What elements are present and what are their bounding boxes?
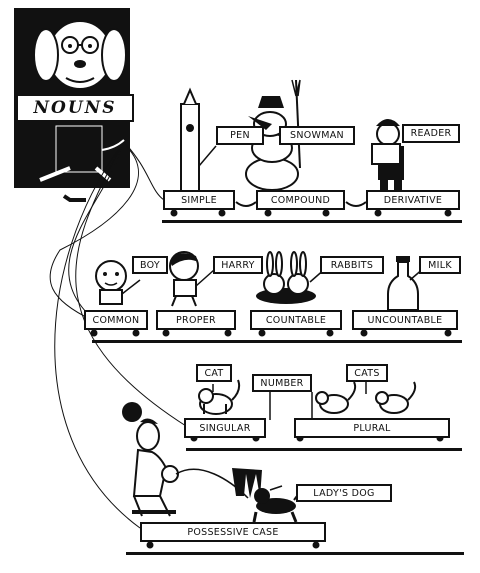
pen-figure bbox=[180, 87, 217, 193]
cart-possessive-case: POSSESSIVE CASE bbox=[140, 522, 326, 542]
cart-singular: SINGULAR bbox=[184, 418, 266, 438]
track-rail-1 bbox=[162, 220, 462, 223]
track-rail-3 bbox=[186, 448, 462, 451]
cart-compound: COMPOUND bbox=[256, 190, 345, 210]
tag-harry: HARRY bbox=[213, 256, 263, 274]
tag-rabbits: RABBITS bbox=[320, 256, 384, 274]
cart-derivative: DERIVATIVE bbox=[366, 190, 460, 210]
cart-countable: COUNTABLE bbox=[250, 310, 342, 330]
track-rail-4 bbox=[126, 552, 464, 555]
cart-common: COMMON bbox=[84, 310, 148, 330]
wires bbox=[49, 141, 187, 529]
tag-number: NUMBER bbox=[252, 374, 312, 392]
track-rail-2 bbox=[92, 340, 462, 343]
row4-wheels bbox=[146, 541, 320, 549]
cats-figure bbox=[269, 381, 417, 420]
tag-milk: MILK bbox=[419, 256, 461, 274]
cart-simple: SIMPLE bbox=[163, 190, 235, 210]
harry-figure bbox=[169, 251, 215, 307]
tag-reader: READER bbox=[402, 124, 460, 143]
row2-wheels bbox=[90, 329, 452, 337]
cart-plural: PLURAL bbox=[294, 418, 450, 438]
cart-proper: PROPER bbox=[156, 310, 236, 330]
row1-wheels bbox=[170, 209, 452, 217]
tag-cat: CAT bbox=[196, 364, 232, 382]
rabbits-figure bbox=[256, 251, 327, 304]
tag-boy: BOY bbox=[132, 256, 168, 274]
tag-pen: PEN bbox=[216, 126, 264, 145]
lady-figure bbox=[122, 402, 249, 517]
tag-snowman: SNOWMAN bbox=[279, 126, 355, 145]
tag-cats: CATS bbox=[346, 364, 388, 382]
dog-figure bbox=[232, 468, 301, 523]
cart-uncountable: UNCOUNTABLE bbox=[352, 310, 458, 330]
boy-figure bbox=[95, 260, 141, 305]
reader-figure bbox=[371, 119, 404, 190]
tag-ladys-dog: LADY'S DOG bbox=[296, 484, 392, 502]
cat-figure bbox=[198, 379, 241, 415]
nouns-title-board: NOUNS bbox=[16, 94, 134, 122]
row1-couplings bbox=[235, 201, 367, 207]
